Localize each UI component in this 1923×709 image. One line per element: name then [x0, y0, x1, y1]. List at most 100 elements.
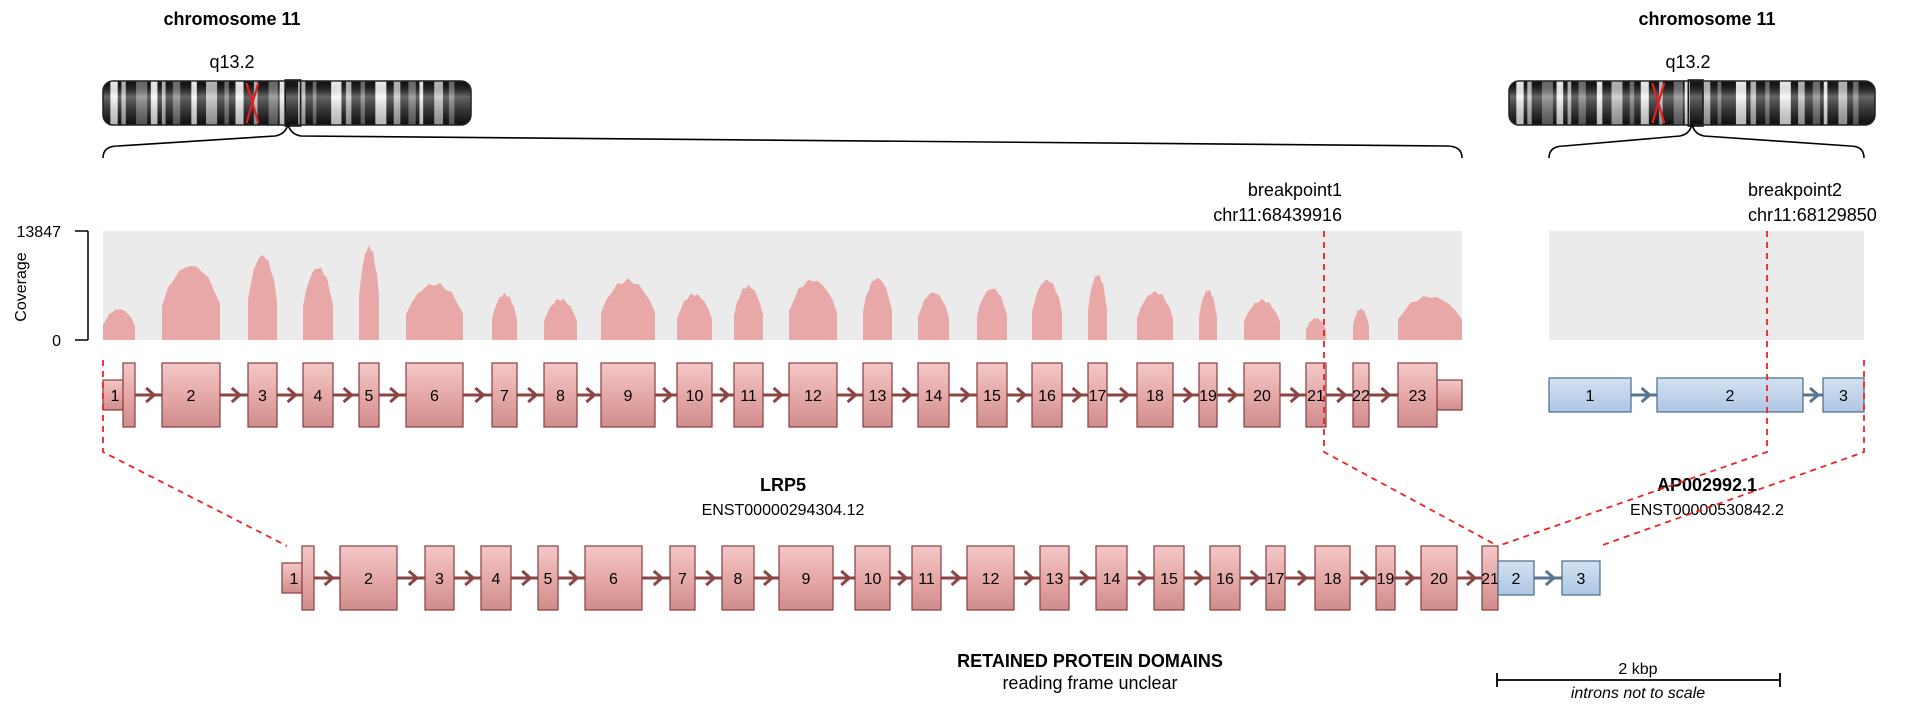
fusion-lrp5-exon-label: 5 [544, 571, 553, 588]
lrp5-exon-label: 18 [1146, 388, 1164, 405]
coverage-max-label: 13847 [17, 224, 62, 241]
gene2-transcript: ENST00000530842.2 [1630, 502, 1784, 519]
chromosome-title-left: chromosome 11 [163, 9, 300, 29]
fusion-ap002992-exon-3: 3 [1562, 561, 1600, 595]
fusion-lrp5-exon-1: 1 [282, 546, 314, 610]
lrp5-exon-22: 22 [1352, 363, 1370, 427]
fusion-lrp5-exon-16: 16 [1210, 546, 1240, 610]
lrp5-exon-21: 21 [1306, 363, 1326, 427]
lrp5-exon-9: 9 [601, 363, 655, 427]
lrp5-exon-17: 17 [1088, 363, 1107, 427]
lrp5-exon-label: 3 [258, 388, 267, 405]
lrp5-exon-6: 6 [406, 363, 463, 427]
fusion-lrp5-exon-label: 15 [1160, 571, 1178, 588]
fusion-lrp5-exon-2: 2 [340, 546, 397, 610]
fusion-lrp5-exon-5: 5 [538, 546, 558, 610]
fusion-lrp5-exon-label: 9 [802, 571, 811, 588]
zoom-bracket-right [1549, 124, 1864, 158]
gene-track-ap002992: 1 2 3 [1549, 378, 1864, 412]
fusion-lrp5-exon-label: 13 [1046, 571, 1064, 588]
lrp5-exon-14: 14 [918, 363, 949, 427]
chromosome-title-right: chromosome 11 [1638, 9, 1775, 29]
lrp5-exon-1: 1 [103, 363, 135, 427]
lrp5-exon-label: 6 [430, 388, 439, 405]
breakpoint2-label: breakpoint2 [1748, 180, 1842, 200]
fusion-lrp5-exon-20: 20 [1421, 546, 1457, 610]
lrp5-exon-13: 13 [863, 363, 892, 427]
fusion-lrp5-exon-4: 4 [481, 546, 511, 610]
fusion-lrp5-exon-label: 4 [492, 571, 501, 588]
fusion-lrp5-exon-label: 18 [1324, 571, 1342, 588]
ap002992-exon-1: 1 [1549, 378, 1631, 412]
lrp5-exon-5: 5 [359, 363, 379, 427]
fusion-lrp5-exon-12: 12 [967, 546, 1014, 610]
lrp5-exon-label: 9 [624, 388, 633, 405]
breakpoint2-coordinate: chr11:68129850 [1748, 205, 1877, 225]
fusion-lrp5-exon-label: 1 [290, 571, 299, 588]
chromosome-ideogram-left [103, 80, 471, 126]
fusion-lrp5-exon-7: 7 [670, 546, 695, 610]
retained-domains-title: RETAINED PROTEIN DOMAINS [957, 651, 1223, 671]
lrp5-exon-7: 7 [492, 363, 517, 427]
fusion-ap002992-exon-2: 2 [1498, 561, 1534, 595]
fusion-lrp5-exon-label: 2 [364, 571, 373, 588]
fusion-lrp5-exon-label: 16 [1216, 571, 1234, 588]
lrp5-exon-label: 14 [925, 388, 943, 405]
fusion-lrp5-exon-label: 21 [1481, 571, 1499, 588]
ap002992-exon-3: 3 [1823, 378, 1864, 412]
fusion-lrp5-exon-10: 10 [855, 546, 890, 610]
fusion-lrp5-exon-label: 14 [1103, 571, 1121, 588]
lrp5-exon-15: 15 [977, 363, 1007, 427]
lrp5-exon-label: 7 [500, 388, 509, 405]
lrp5-exon-label: 16 [1038, 388, 1056, 405]
ap002992-exon-label: 1 [1586, 388, 1595, 405]
lrp5-exon-label: 2 [187, 388, 196, 405]
ap002992-exon-label: 2 [1726, 388, 1735, 405]
lrp5-exon-label: 21 [1307, 388, 1325, 405]
fusion-lrp5-exon-label: 17 [1267, 571, 1285, 588]
fusion-ap002992-exon-label: 3 [1577, 571, 1586, 588]
coverage-axis [75, 231, 88, 340]
band-label-right: q13.2 [1665, 52, 1710, 72]
fusion-lrp5-exon-label: 7 [678, 571, 687, 588]
lrp5-exon-label: 13 [869, 388, 887, 405]
fusion-lrp5-exon-label: 6 [609, 571, 618, 588]
fusion-lrp5-exon-6: 6 [585, 546, 642, 610]
fusion-lrp5-exon-17: 17 [1266, 546, 1285, 610]
lrp5-exon-label: 22 [1352, 388, 1370, 405]
scale-bar-note: introns not to scale [1571, 685, 1705, 702]
gene1-transcript: ENST00000294304.12 [702, 502, 865, 519]
fusion-ap002992-exon-label: 2 [1512, 571, 1521, 588]
lrp5-exon-label: 15 [983, 388, 1001, 405]
fusion-lrp5-exon-3: 3 [425, 546, 454, 610]
chromosome-ideogram-right [1509, 80, 1875, 126]
lrp5-exon-label: 20 [1253, 388, 1271, 405]
fusion-lrp5-exon-label: 12 [982, 571, 1000, 588]
lrp5-exon-label: 1 [111, 388, 120, 405]
lrp5-exon-8: 8 [544, 363, 577, 427]
fusion-lrp5-exon-19: 19 [1376, 546, 1395, 610]
breakpoint1-coordinate: chr11:68439916 [1213, 205, 1342, 225]
coverage-min-label: 0 [52, 333, 61, 350]
fusion-lrp5-exon-8: 8 [722, 546, 754, 610]
fusion-lrp5-exon-9: 9 [779, 546, 833, 610]
lrp5-exon-20: 20 [1244, 363, 1280, 427]
lrp5-exon-3: 3 [248, 363, 277, 427]
ap002992-exon-label: 3 [1839, 388, 1848, 405]
coverage-axis-label: Coverage [13, 252, 30, 321]
lrp5-exon-label: 12 [804, 388, 822, 405]
lrp5-exon-16: 16 [1032, 363, 1062, 427]
fusion-lrp5-exon-label: 19 [1377, 571, 1395, 588]
fusion-lrp5-exon-label: 3 [435, 571, 444, 588]
fusion-lrp5-exon-14: 14 [1096, 546, 1127, 610]
coverage-panel-right [1549, 231, 1864, 340]
gene1-name: LRP5 [760, 475, 806, 495]
lrp5-exon-11: 11 [734, 363, 763, 427]
scale-bar-label: 2 kbp [1618, 661, 1657, 678]
lrp5-exon-4: 4 [303, 363, 333, 427]
lrp5-exon-2: 2 [162, 363, 220, 427]
fusion-lrp5-exon-15: 15 [1154, 546, 1184, 610]
